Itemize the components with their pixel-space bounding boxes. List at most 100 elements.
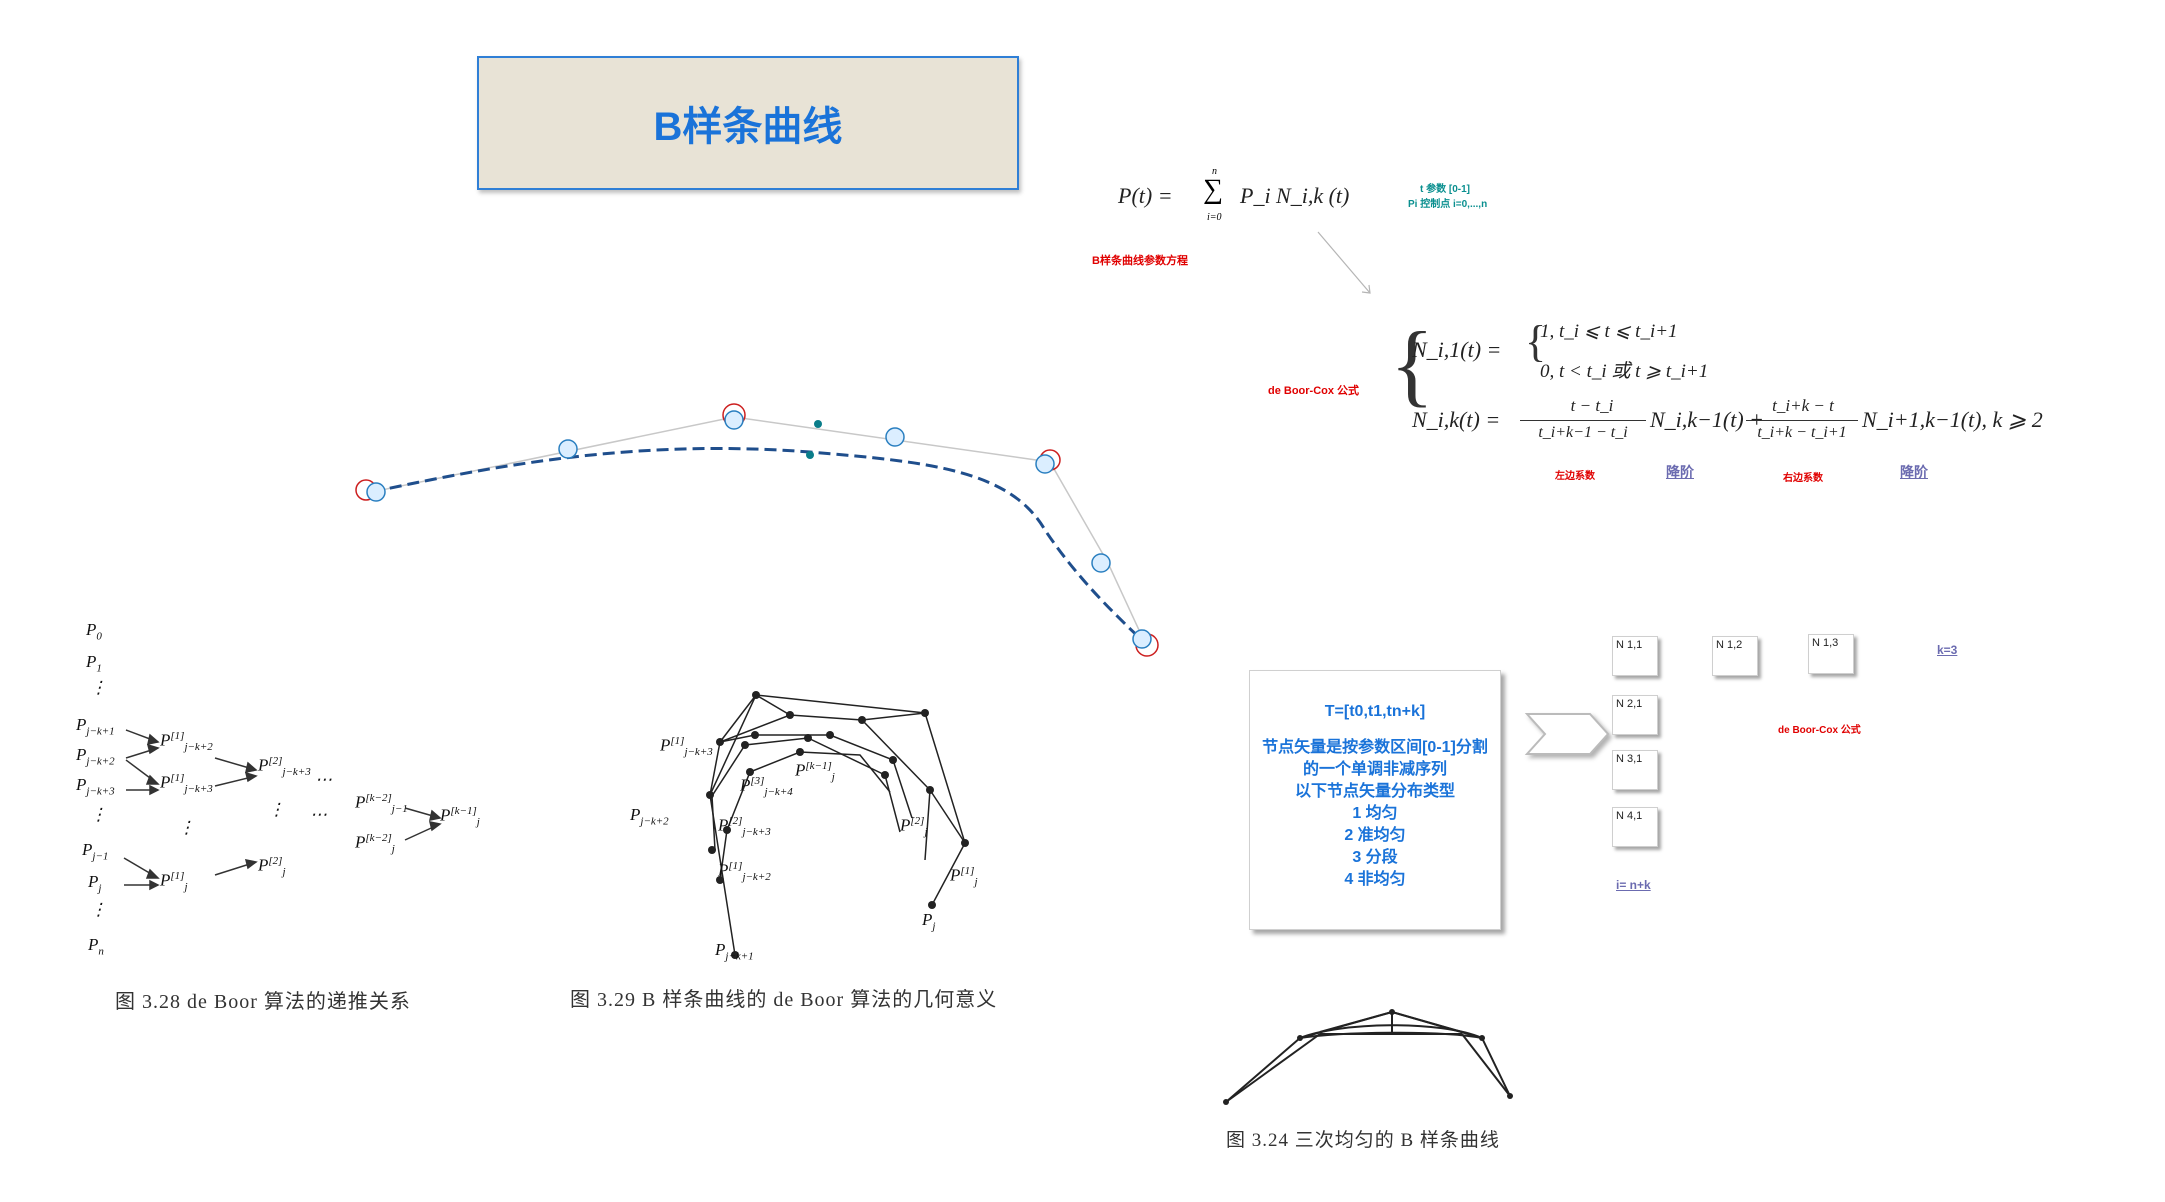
knot-line: 的一个单调非减序列 — [1302, 761, 1447, 778]
frac2-bar — [1746, 420, 1858, 421]
fig324-caption: 图 3.24 三次均匀的 B 样条曲线 — [1226, 1130, 1500, 1151]
frac1-bar — [1520, 420, 1646, 421]
fig329-label: P[1]j−k+3 — [660, 735, 713, 759]
note-t: t 参数 [0-1] — [1420, 184, 1470, 195]
param-formula-lhs: P(t) = — [1118, 183, 1173, 208]
n-i1-lhs: N_i,1(t) = — [1412, 337, 1502, 362]
handle-circle — [1035, 454, 1055, 474]
reduce-order-link-1[interactable]: 降阶 — [1666, 464, 1694, 480]
frac2-num: t_i+k − t — [1772, 396, 1834, 415]
left-coef-label: 左边系数 — [1555, 471, 1595, 482]
n-box-1-1[interactable]: N 1,1 — [1612, 636, 1658, 676]
n-box-1-3[interactable]: N 1,3 — [1808, 634, 1854, 674]
fig328-p1: P1 — [86, 652, 102, 675]
handle-circle — [885, 427, 905, 447]
tail-term: N_i+1,k−1(t), k ⩾ 2 — [1862, 407, 2043, 432]
fig329-label: Pj — [922, 910, 936, 933]
fig328-dots7: ⋯ — [310, 805, 327, 824]
fig329-label: Pj−k+2 — [630, 805, 669, 828]
fig328-pj: Pj — [88, 872, 102, 895]
fig328-pk2-j1: P[k−2]j−1 — [355, 792, 408, 816]
fig329-diagram — [706, 691, 969, 959]
fig328-p1-jk3: P[1]j−k+3 — [160, 772, 213, 796]
n-box-1-2[interactable]: N 1,2 — [1712, 636, 1758, 676]
fig328-pk1-j: P[k−1]j — [440, 805, 480, 829]
fig328-p1-j: P[1]j — [160, 870, 188, 894]
fig328-p1-jk2: P[1]j−k+2 — [160, 730, 213, 754]
bspline-curve — [371, 447, 1147, 645]
fig328-dots3: ⋮ — [90, 900, 107, 919]
fig329-label: P[1]j — [950, 865, 978, 889]
frac2-den: t_i+k − t_i+1 — [1757, 424, 1847, 441]
i-label[interactable]: i= n+k — [1616, 878, 1651, 892]
handle-circle — [1091, 553, 1111, 573]
handle-circle — [1132, 629, 1152, 649]
n-box-4-1[interactable]: N 4,1 — [1612, 807, 1658, 847]
knot-vector-card: T=[t0,t1,tn+k] 节点矢量是按参数区间[0-1]分割 的一个单调非减… — [1249, 670, 1501, 930]
reduce-order-link-2[interactable]: 降阶 — [1900, 464, 1928, 480]
midpoint-dot — [814, 420, 822, 428]
knot-line: 节点矢量是按参数区间[0-1]分割 — [1262, 739, 1488, 756]
knot-vector-head: T=[t0,t1,tn+k] — [1324, 703, 1426, 720]
frac1-num: t − t_i — [1570, 396, 1614, 415]
fig329-label: P[2]j−k+3 — [718, 815, 771, 839]
fig329-label: P[2]j — [900, 815, 928, 839]
mid-term: N_i,k−1(t) + — [1650, 407, 1765, 432]
param-eq-label: B样条曲线参数方程 — [1092, 255, 1188, 267]
fig329-label: P[1]j−k+2 — [718, 860, 771, 884]
fig328-dots5: ⋮ — [268, 800, 285, 819]
title-box: B样条曲线 — [477, 56, 1019, 190]
sum-top: n — [1212, 166, 1217, 177]
knot-line: 1 均匀 — [1352, 805, 1398, 822]
fig328-pjk1: Pj−k+1 — [76, 715, 115, 738]
fig328-dots2: ⋮ — [90, 805, 107, 824]
brace-icon: { — [1390, 313, 1435, 415]
n-ik-lhs: N_i,k(t) = — [1412, 407, 1501, 432]
note-p: Pi 控制点 i=0,...,n — [1408, 199, 1488, 210]
fig328-arrows — [123, 729, 442, 891]
handle-circles — [366, 410, 1152, 649]
case-brace-icon: { — [1525, 317, 1547, 366]
n-box-2-1[interactable]: N 2,1 — [1612, 695, 1658, 735]
chevron-arrow-icon — [1524, 713, 1610, 755]
knot-line: 4 非均匀 — [1344, 871, 1406, 888]
de-boor-cox-label-2: de Boor-Cox 公式 — [1778, 725, 1861, 736]
fig329-caption: 图 3.29 B 样条曲线的 de Boor 算法的几何意义 — [570, 989, 998, 1011]
fig328-p2-jk3: P[2]j−k+3 — [258, 755, 311, 779]
fig328-p2-j: P[2]j — [258, 855, 286, 879]
fig324-diagram — [1223, 1009, 1513, 1105]
fig328-pjk2: Pj−k+2 — [76, 745, 115, 768]
case-1: 1, t_i ⩽ t ⩽ t_i+1 — [1540, 321, 1678, 342]
fig328-pn: Pn — [88, 935, 104, 958]
frac1-den: t_i+k−1 − t_i — [1538, 424, 1628, 441]
sum-bottom: i=0 — [1207, 212, 1222, 223]
fig328-pjk3: Pj−k+3 — [76, 775, 115, 798]
fig328-dots6: ⋯ — [315, 770, 332, 789]
handle-circle — [724, 410, 744, 430]
connector-arrow — [1317, 231, 1371, 294]
case-2: 0, t < t_i 或 t ⩾ t_i+1 — [1540, 361, 1709, 382]
right-coef-label: 右边系数 — [1783, 473, 1823, 484]
param-formula-rhs: P_i N_i,k (t) — [1240, 183, 1350, 208]
fig328-caption: 图 3.28 de Boor 算法的递推关系 — [115, 991, 411, 1013]
fig328-dots: ⋮ — [90, 678, 107, 697]
k-label[interactable]: k=3 — [1937, 643, 1958, 657]
fig328-dots4: ⋮ — [178, 818, 195, 837]
handle-circle — [558, 439, 578, 459]
param-formula: P(t) = — [1118, 183, 1173, 209]
fig328-p0: P0 — [86, 620, 102, 643]
sum-sign-icon: ∑ — [1203, 174, 1223, 205]
fig329-label: P[k−1]j — [795, 760, 835, 784]
knot-line: 3 分段 — [1352, 849, 1398, 866]
fig328-pj1: Pj−1 — [82, 840, 109, 863]
knot-line: 2 准均匀 — [1344, 827, 1406, 844]
page-title: B样条曲线 — [653, 105, 843, 149]
handle-circle — [366, 482, 386, 502]
fig329-label: Pj−k+1 — [715, 940, 754, 963]
fig329-label: P[3]j−k+4 — [740, 775, 793, 799]
n-box-3-1[interactable]: N 3,1 — [1612, 750, 1658, 790]
de-boor-cox-label: de Boor-Cox 公式 — [1268, 385, 1360, 397]
knot-line: 以下节点矢量分布类型 — [1294, 783, 1455, 800]
fig328-pk2-j: P[k−2]j — [355, 832, 395, 856]
